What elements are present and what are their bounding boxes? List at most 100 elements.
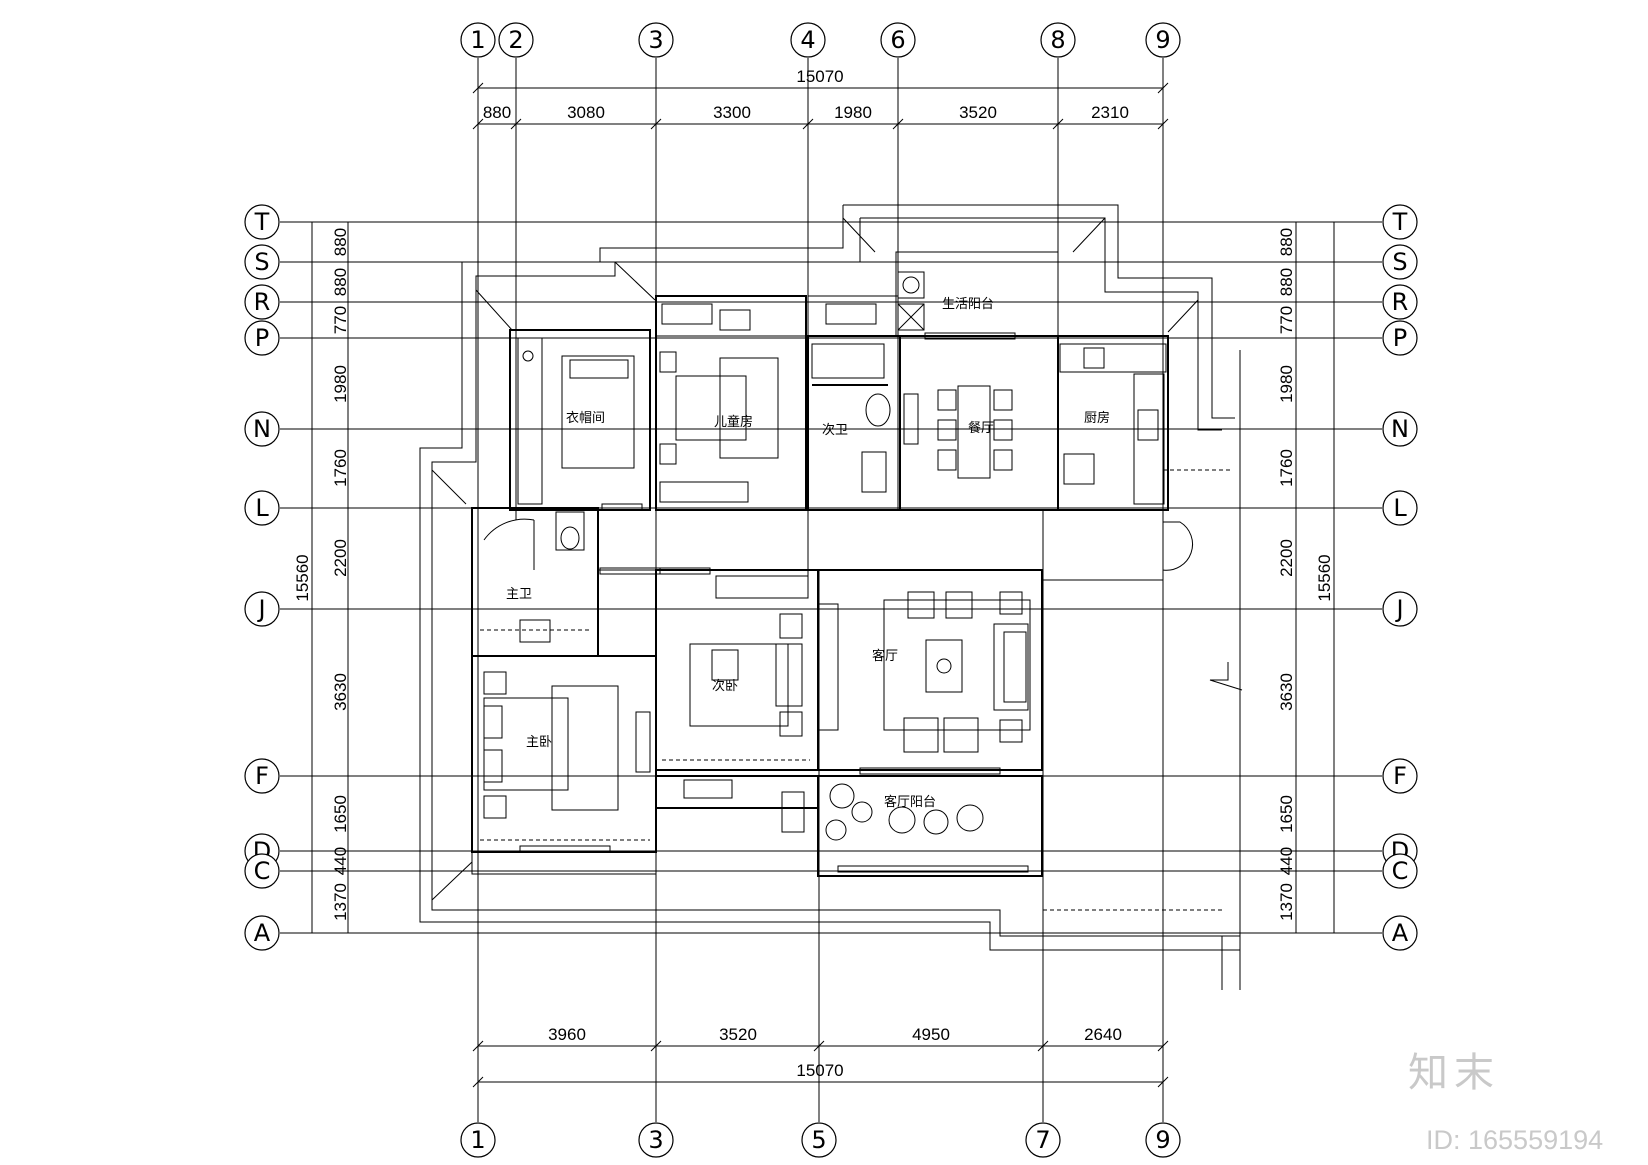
axis-bubble-right: R: [1382, 284, 1418, 320]
dimension-left-segment: 1760: [331, 449, 350, 487]
room-label-cloakroom: 衣帽间: [566, 410, 605, 426]
axis-bubble-left-label: A: [254, 919, 271, 947]
axis-bubble-left: T: [244, 204, 280, 240]
axis-bubble-bottom-label: 1: [470, 1126, 485, 1154]
axis-bubble-left-label: R: [254, 288, 271, 316]
axis-bubble-top: 9: [1145, 22, 1181, 58]
dimension-left-segment: 2200: [331, 539, 350, 577]
room-label-dining: 餐厅: [968, 420, 994, 436]
axis-bubble-right-label: A: [1392, 919, 1409, 947]
room-label-living-balcony: 客厅阳台: [884, 794, 936, 810]
dimension-right-total: 15560: [1315, 554, 1334, 601]
axis-bubble-right-label: T: [1392, 208, 1408, 236]
axis-bubble-left-label: N: [253, 415, 271, 443]
axis-bubble-right-label: L: [1393, 494, 1407, 522]
axis-bubble-top: 3: [638, 22, 674, 58]
axis-bubble-top-label: 4: [800, 26, 815, 54]
axis-bubble-right: S: [1382, 244, 1418, 280]
axis-bubble-left: P: [244, 320, 280, 356]
axis-bubble-left: F: [244, 758, 280, 794]
room-label-service-balcony: 生活阳台: [942, 297, 994, 312]
axis-bubble-top-label: 3: [648, 26, 663, 54]
dimension-bottom-segment: 3520: [719, 1025, 757, 1044]
dimension-right-segment: 880: [1277, 228, 1296, 256]
dimension-top-total: 15070: [796, 67, 843, 86]
axis-bubble-right: N: [1382, 411, 1418, 447]
axis-bubble-left-label: J: [256, 595, 265, 623]
dimension-left-total: 15560: [293, 554, 312, 601]
axis-bubble-top: 4: [790, 22, 826, 58]
axis-bubble-left: R: [244, 284, 280, 320]
dimension-bottom-segment: 4950: [912, 1025, 950, 1044]
axis-bubble-right: P: [1382, 320, 1418, 356]
dimension-top-segment: 3300: [713, 103, 751, 122]
interior-walls: [471, 251, 1193, 877]
dimension-right-segment: 1650: [1277, 795, 1296, 833]
room-label-second-bath: 次卫: [822, 422, 848, 438]
axis-bubble-right-label: N: [1391, 415, 1409, 443]
room-label-kids-room: 儿童房: [714, 414, 753, 430]
dimension-left-segment: 3630: [331, 673, 350, 711]
axis-bubble-right-label: C: [1392, 857, 1409, 885]
room-label-kitchen: 厨房: [1084, 410, 1110, 426]
axis-bubble-top: 1: [460, 22, 496, 58]
watermark-logo: 知末: [1408, 1050, 1500, 1096]
dimension-lines: [311, 82, 1335, 1088]
axis-bubble-left-label: T: [254, 208, 270, 236]
axis-bubble-left: N: [244, 411, 280, 447]
axis-bubble-left: L: [244, 490, 280, 526]
axis-bubble-right-label: P: [1393, 324, 1407, 352]
room-label-master-bedroom: 主卧: [526, 735, 552, 750]
room-labels: 衣帽间 儿童房 次卫 餐厅 厨房 生活阳台 主卫 次卧 客厅 主卧 客厅阳台: [506, 297, 1110, 810]
axis-bubble-top-label: 9: [1155, 26, 1170, 54]
dimension-top-segment: 2310: [1091, 103, 1129, 122]
dimension-right-segment: 440: [1277, 847, 1296, 875]
windows: [519, 332, 1029, 873]
axis-bubble-right-label: S: [1392, 248, 1407, 276]
dimension-top-segment: 3520: [959, 103, 997, 122]
dimension-left-segment: 440: [331, 847, 350, 875]
dimension-left-segment: 1980: [331, 365, 350, 403]
dimension-right-segment: 1760: [1277, 449, 1296, 487]
axis-bubble-right: A: [1382, 915, 1418, 951]
dimension-bottom-total: 15070: [796, 1061, 843, 1080]
axis-bubble-left-label: P: [255, 324, 269, 352]
axis-bubble-right-label: F: [1393, 762, 1407, 790]
axis-bubble-right-label: J: [1394, 595, 1403, 623]
axis-bubble-bottom-label: 7: [1035, 1126, 1050, 1154]
axis-bubble-top-label: 6: [890, 26, 905, 54]
dimension-right-segment: 880: [1277, 268, 1296, 296]
axis-bubble-right: F: [1382, 758, 1418, 794]
axis-bubble-left: S: [244, 244, 280, 280]
axis-bubble-right: T: [1382, 204, 1418, 240]
dimension-left-segment: 770: [331, 306, 350, 334]
dimension-bottom-segment: 3960: [548, 1025, 586, 1044]
axis-bubble-right: C: [1382, 853, 1418, 889]
axis-bubble-bottom: 3: [638, 1122, 674, 1158]
watermark-id: ID: 165559194: [1426, 1125, 1604, 1155]
axis-bubble-bottom: 7: [1025, 1122, 1061, 1158]
dimension-right-segment: 2200: [1277, 539, 1296, 577]
dimension-right-segment: 770: [1277, 306, 1296, 334]
furniture: [480, 271, 1167, 841]
axis-bubble-bottom: 5: [801, 1122, 837, 1158]
dimension-right-segment: 1370: [1277, 883, 1296, 921]
dimension-top-segment: 1980: [834, 103, 872, 122]
axis-bubble-top-label: 2: [508, 26, 523, 54]
dimension-left-segment: 880: [331, 228, 350, 256]
dimension-left-segment: 880: [331, 268, 350, 296]
axis-bubble-top: 6: [880, 22, 916, 58]
axis-bubble-top-label: 8: [1050, 26, 1065, 54]
dimension-left-segment: 1650: [331, 795, 350, 833]
axis-bubble-left-label: F: [255, 762, 269, 790]
axis-bubble-left-label: S: [254, 248, 269, 276]
axis-bubble-top-label: 1: [470, 26, 485, 54]
axis-bubble-bottom-label: 5: [811, 1126, 826, 1154]
axis-bubble-right-label: R: [1392, 288, 1409, 316]
dimension-top-segment: 880: [483, 103, 511, 122]
